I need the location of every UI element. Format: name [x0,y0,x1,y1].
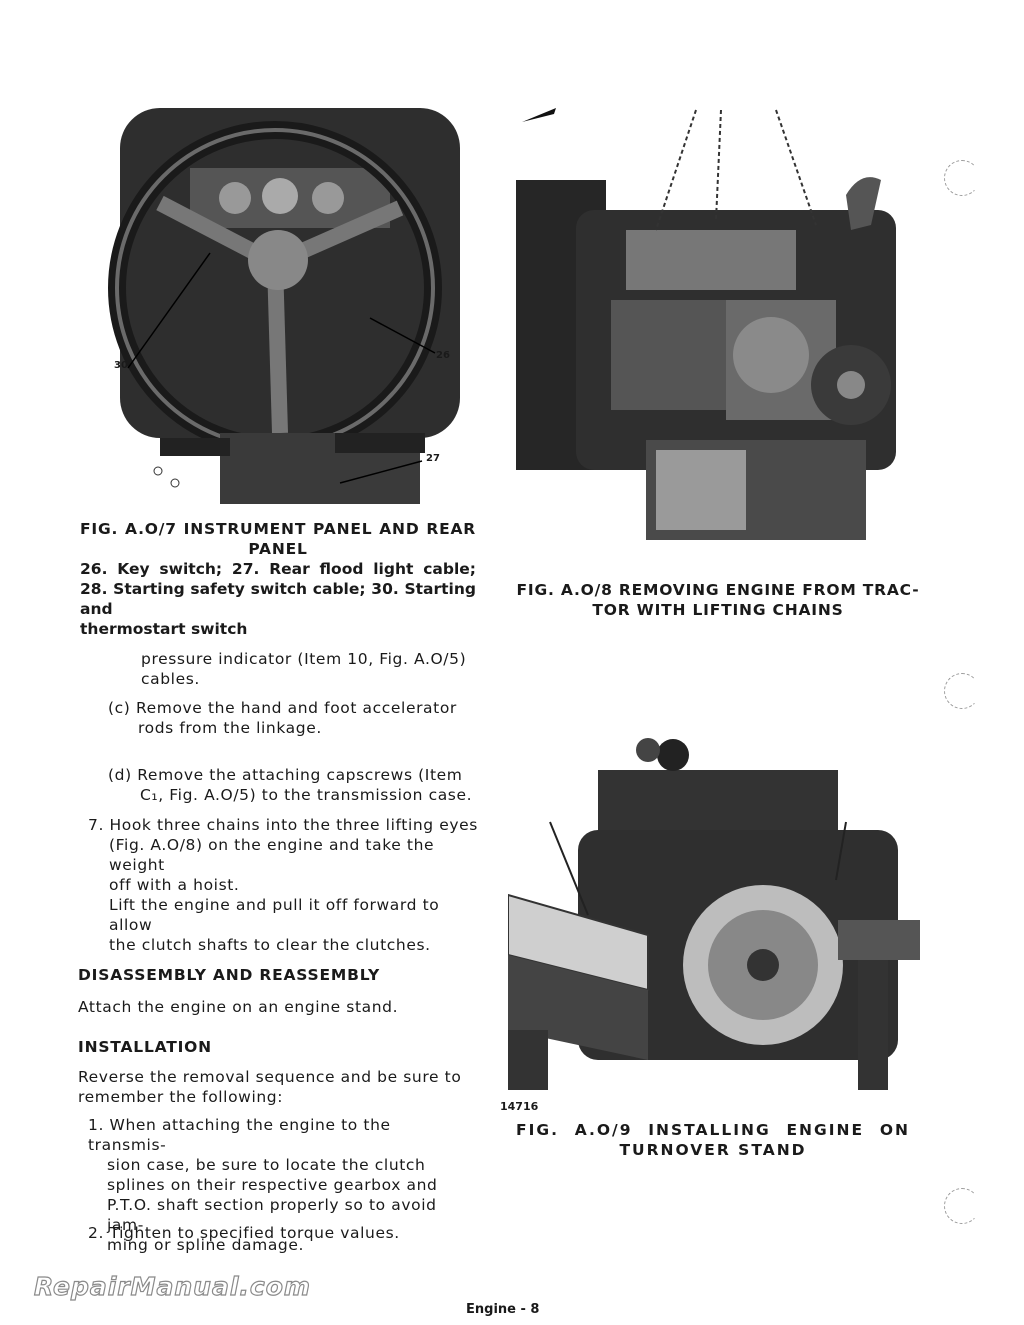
engine-lifting-illustration [516,108,896,540]
engine-stand-illustration [508,738,920,1090]
figure-7-photo [100,88,472,504]
figure-7-title-line2: PANEL [248,540,308,558]
step-7: 7. Hook three chains into the three lift… [88,815,480,895]
heading-disassembly: DISASSEMBLY AND REASSEMBLY [78,966,381,984]
step-c: (c) Remove the hand and foot accelerator… [108,698,480,738]
text-line: Reverse the removal sequence and be sure… [78,1068,462,1086]
figure-9-title-word: ENGINE [786,1121,865,1139]
figure-7-legend-line: thermostart switch [80,620,248,638]
binder-hole [944,673,980,709]
text-line: splines on their respective gearbox and [107,1176,438,1194]
text-line: 2. Tighten to specified torque values. [88,1224,400,1242]
figure-8-title: FIG. A.O/8 REMOVING ENGINE FROM TRAC- TO… [516,580,920,620]
install-item-2: 2. Tighten to specified torque values. [88,1223,474,1243]
text-line: (c) Remove the hand and foot accelerator [108,699,457,717]
text-line: rods from the linkage. [138,719,322,737]
figure-7-legend-line: 28. Starting safety switch cable; 30. St… [80,580,476,618]
figure-9-title-word: A.O/9 [574,1121,633,1139]
page-label: Engine - 8 [466,1302,540,1317]
text-line: ming or spline damage. [107,1236,305,1254]
figure-8-title-line1: FIG. A.O/8 REMOVING ENGINE FROM TRAC- [516,581,920,599]
lift-paragraph: Lift the engine and pull it off forward … [109,895,481,955]
figure-7-legend: 26. Key switch; 27. Rear flood light cab… [80,559,476,639]
figure-9-title-word: INSTALLING [648,1121,771,1139]
binder-hole [944,1188,980,1224]
steering-wheel-illustration [100,88,472,504]
text-line: remember the following: [78,1088,284,1106]
figure-9-title-line1: FIG. A.O/9 INSTALLING ENGINE ON [516,1120,910,1140]
text-line: pressure indicator (Item 10, Fig. A.O/5) [141,650,467,668]
watermark-logo: RepairManual.com [33,1271,311,1301]
text-line: (Fig. A.O/8) on the engine and take the … [109,836,435,874]
text-line: off with a hoist. [109,876,240,894]
figure-7-title: FIG. A.O/7 INSTRUMENT PANEL AND REAR PAN… [80,519,476,559]
figure-9-photo [508,730,920,1090]
figure-9-title-word: FIG. [516,1121,559,1139]
figure-8-title-line2: TOR WITH LIFTING CHAINS [592,601,844,619]
install-item-1: 1. When attaching the engine to the tran… [88,1115,474,1255]
figure-9-title-word: ON [879,1121,910,1139]
text-line: (d) Remove the attaching capscrews (Item [108,766,463,784]
binder-hole [944,160,980,196]
figure-7-legend-line: 26. Key switch; 27. Rear flood light cab… [80,560,476,578]
text-line: cables. [141,670,200,688]
text-line: sion case, be sure to locate the clutch [107,1156,426,1174]
callout-27: 27 [426,453,440,464]
text-line: the clutch shafts to clear the clutches. [109,936,431,954]
step-d: (d) Remove the attaching capscrews (Item… [108,765,480,805]
figure-8-photo [516,100,932,546]
figure-7-title-line1: FIG. A.O/7 INSTRUMENT PANEL AND REAR [80,520,476,538]
text-line: Lift the engine and pull it off forward … [109,896,440,934]
figure-9-number: 14716 [500,1100,539,1113]
text-line: 1. When attaching the engine to the tran… [88,1116,391,1154]
figure-9-title-line2: TURNOVER STAND [619,1141,807,1159]
callout-30: 30 [114,360,128,371]
text-line: Attach the engine on an engine stand. [78,998,399,1016]
installation-paragraph: Reverse the removal sequence and be sure… [78,1067,478,1107]
continued-paragraph: pressure indicator (Item 10, Fig. A.O/5)… [141,649,481,689]
disassembly-paragraph: Attach the engine on an engine stand. [78,997,478,1017]
text-line: P.T.O. shaft section properly so to avoi… [107,1196,437,1234]
text-line: 7. Hook three chains into the three lift… [88,816,478,834]
callout-26: 26 [436,350,450,361]
text-line: C₁, Fig. A.O/5) to the transmission case… [140,786,473,804]
heading-installation: INSTALLATION [78,1038,212,1056]
figure-9-title: FIG. A.O/9 INSTALLING ENGINE ON TURNOVER… [516,1120,910,1160]
